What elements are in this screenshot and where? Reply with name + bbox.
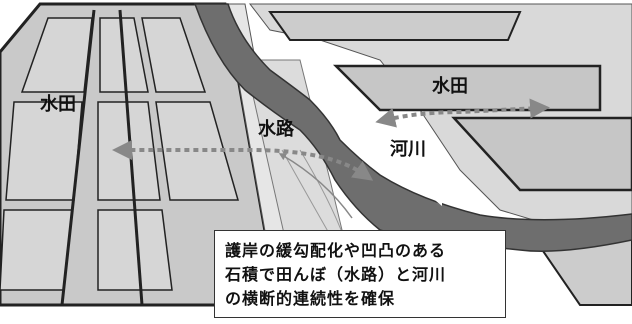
river — [193, 3, 632, 252]
caption-line-3: の横断的連続性を確保 — [225, 289, 396, 308]
label-paddy-right: 水田 — [432, 75, 468, 97]
channel-flow-arrow — [278, 153, 353, 219]
left-connection-arrow — [112, 140, 374, 181]
label-channel: 水路 — [258, 118, 295, 140]
caption-box: 護岸の緩勾配化や凹凸のある 石積で田んぼ（水路）と河川 の横断的連続性を確保 — [214, 230, 506, 318]
label-river: 河川 — [390, 139, 426, 160]
caption-line-1: 護岸の緩勾配化や凹凸のある — [225, 241, 447, 260]
right-connection-arrow — [375, 98, 550, 128]
label-paddy-left: 水田 — [40, 93, 76, 115]
river-flow-arrow — [418, 169, 438, 199]
caption-line-2: 石積で田んぼ（水路）と河川 — [225, 265, 447, 284]
river-flow-arrowhead — [430, 190, 442, 206]
